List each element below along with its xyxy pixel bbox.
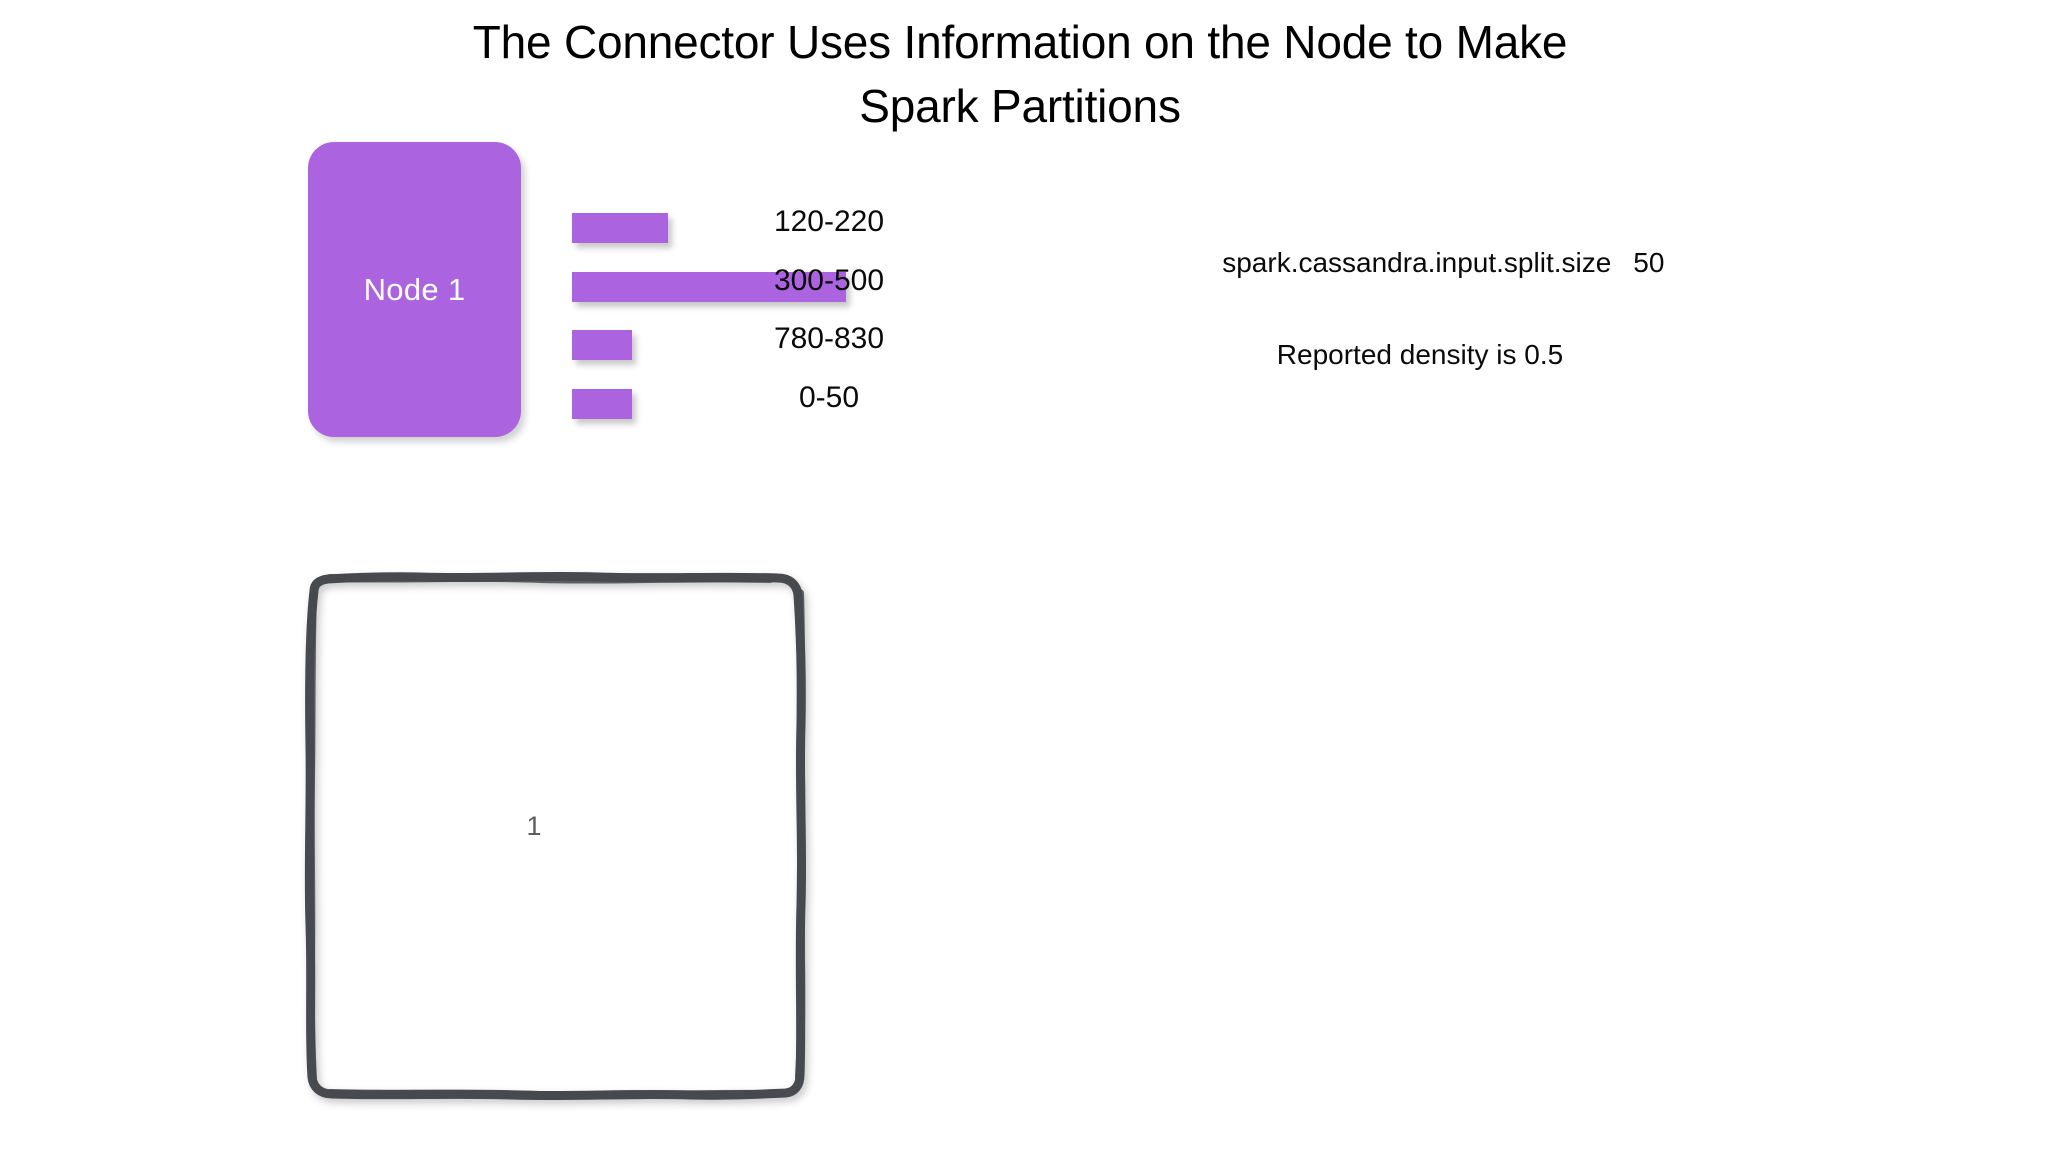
page-title: The Connector Uses Information on the No… bbox=[472, 16, 1568, 132]
partition-square[interactable]: 1 bbox=[300, 565, 810, 1105]
sketch-square-icon bbox=[304, 571, 807, 1101]
node-box-label: Node 1 bbox=[363, 271, 466, 307]
token-range-bar bbox=[572, 330, 632, 360]
config-setting-line: spark.cassandra.input.split.size 50 bbox=[1140, 212, 1700, 314]
token-range-label: 0-50 bbox=[798, 381, 860, 414]
config-value: 50 bbox=[1633, 247, 1665, 278]
reported-density-note: Reported density is 0.5 bbox=[1276, 339, 1564, 370]
token-range-label: 300-500 bbox=[773, 264, 885, 297]
token-range-label: 120-220 bbox=[773, 205, 885, 238]
token-range-bar bbox=[572, 389, 632, 419]
token-range-label: 780-830 bbox=[773, 322, 885, 355]
token-range-bar bbox=[572, 272, 846, 302]
config-key: spark.cassandra.input.split.size bbox=[1222, 247, 1612, 278]
config-block: spark.cassandra.input.split.size 50 Repor… bbox=[1140, 212, 1700, 372]
token-range-bar bbox=[572, 213, 668, 243]
node-box[interactable]: Node 1 bbox=[308, 142, 521, 437]
